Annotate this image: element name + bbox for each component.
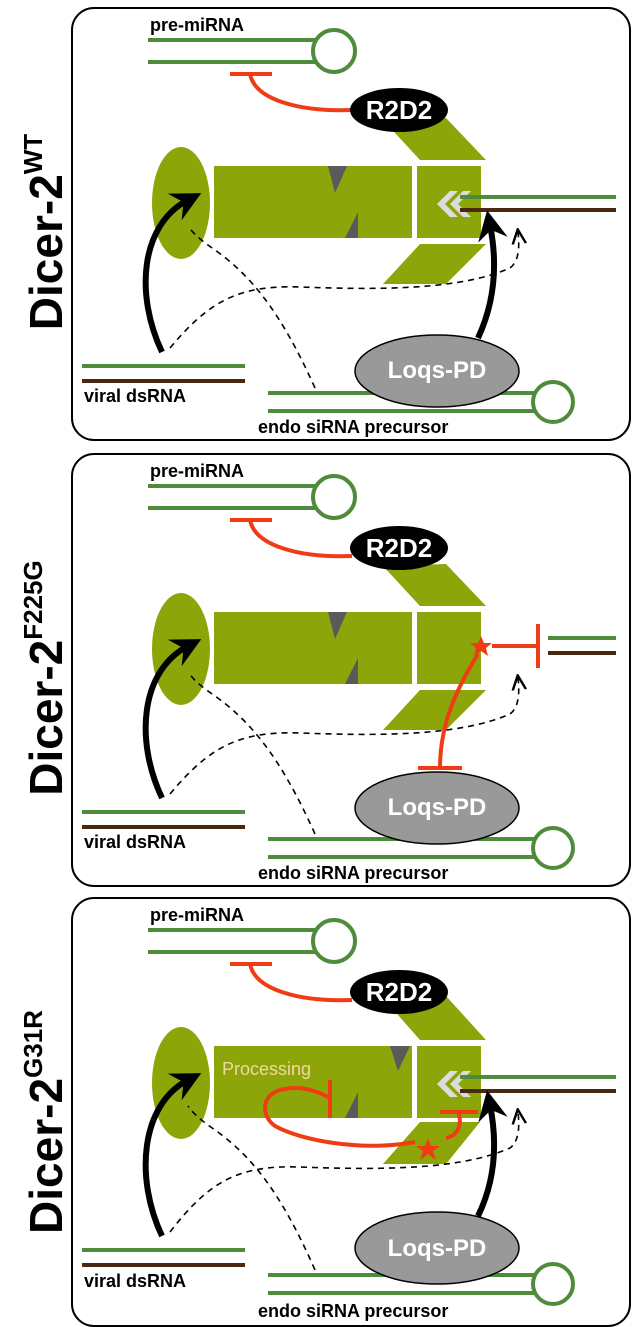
panel-border (71, 453, 631, 887)
panel-g31r: Dicer-2G31R pre-miRNA Processing (18, 897, 631, 1327)
viral-processing-arrow (142, 193, 202, 354)
sirna-product (460, 195, 616, 212)
dicer-lower-wing (383, 690, 486, 730)
pre-mirna-label: pre-miRNA (150, 461, 244, 481)
svg-text:Dicer-2WT: Dicer-2WT (18, 134, 72, 331)
loqs-pd-label: Loqs-PD (388, 794, 487, 821)
viral-dsrna: viral dsRNA (82, 1248, 245, 1291)
dicer-2-protein (152, 118, 486, 284)
loqs-pd-protein: Loqs-PD (354, 771, 520, 845)
loqs-helicase-dashed (187, 225, 316, 389)
dicer-head (417, 612, 481, 684)
panel-title: Dicer-2G31R (18, 1010, 72, 1234)
r2d2-label: R2D2 (366, 95, 432, 125)
panel-wt: Dicer-2WT pre-miRNA (18, 7, 631, 441)
endo-processing-arrow (475, 210, 508, 340)
viral-to-loqs-dashed (169, 1112, 519, 1233)
mutation-star-icon (416, 1138, 440, 1160)
loqs-pd-protein: Loqs-PD (354, 334, 520, 408)
viral-processing-arrow (142, 639, 202, 800)
processing-inhibition (263, 1080, 416, 1148)
dicer-upper-wing (383, 564, 486, 606)
title-main: Dicer-2 (20, 174, 72, 330)
r2d2-protein: R2D2 (350, 970, 448, 1014)
title-main: Dicer-2 (20, 1078, 72, 1234)
sirna-product (548, 636, 616, 655)
dicer-lower-wing (383, 244, 486, 284)
mutation-inhibits-head (440, 1110, 478, 1140)
viral-dsrna-label: viral dsRNA (84, 1271, 186, 1291)
svg-text:Dicer-2G31R: Dicer-2G31R (18, 1010, 72, 1234)
dicer-body (214, 166, 412, 238)
viral-dsrna: viral dsRNA (82, 810, 245, 852)
panel-border (71, 7, 631, 441)
processing-label: Processing (222, 1059, 311, 1079)
pre-mirna-hairpin: pre-miRNA (148, 461, 357, 520)
mutation-inhibits-product (492, 624, 540, 668)
mutation-inhibits-loqs (418, 652, 480, 770)
endo-processing-arrow (475, 1090, 508, 1218)
endo-sirna-label: endo siRNA precursor (258, 1301, 448, 1321)
r2d2-protein: R2D2 (350, 526, 448, 570)
viral-processing-arrow (142, 1073, 202, 1238)
dicer-2-protein (152, 996, 486, 1164)
pre-mirna-label: pre-miRNA (150, 15, 244, 35)
pre-mirna-label: pre-miRNA (150, 905, 244, 925)
dicer-head (417, 166, 481, 238)
title-main: Dicer-2 (20, 640, 72, 796)
loqs-helicase-dashed (187, 671, 316, 835)
r2d2-label: R2D2 (366, 977, 432, 1007)
r2d2-inhibition-arrow (230, 518, 353, 559)
sirna-product (460, 1075, 616, 1093)
loqs-pd-protein: Loqs-PD (354, 1211, 520, 1285)
dicer-2-protein (152, 564, 492, 730)
viral-dsrna-label: viral dsRNA (84, 832, 186, 852)
title-superscript: WT (18, 134, 48, 175)
pre-mirna-hairpin: pre-miRNA (148, 15, 357, 74)
r2d2-inhibition-arrow (230, 962, 353, 1003)
loqs-helicase-dashed (187, 1105, 316, 1271)
endo-sirna-label: endo siRNA precursor (258, 863, 448, 883)
pre-mirna-hairpin: pre-miRNA (148, 905, 357, 964)
viral-to-loqs-dashed (169, 232, 519, 349)
loqs-pd-label: Loqs-PD (388, 1235, 487, 1262)
svg-text:Dicer-2F225G: Dicer-2F225G (18, 560, 72, 795)
r2d2-protein: R2D2 (350, 88, 448, 132)
dicer-head (417, 1046, 481, 1118)
title-superscript: F225G (18, 560, 48, 640)
viral-dsrna: viral dsRNA (82, 364, 245, 406)
viral-dsrna-label: viral dsRNA (84, 386, 186, 406)
panel-title: Dicer-2F225G (18, 560, 72, 795)
loqs-pd-label: Loqs-PD (388, 357, 487, 384)
panel-title: Dicer-2WT (18, 134, 72, 331)
r2d2-label: R2D2 (366, 533, 432, 563)
title-superscript: G31R (18, 1010, 48, 1078)
r2d2-inhibition-arrow (230, 72, 353, 113)
mutation-star-icon (470, 636, 492, 656)
endo-sirna-label: endo siRNA precursor (258, 417, 448, 437)
dicer-body (214, 1046, 412, 1118)
panel-f225g: Dicer-2F225G pre-miRNA (18, 453, 631, 887)
dicer-body (214, 612, 412, 684)
viral-to-loqs-dashed (169, 678, 519, 795)
panel-border (71, 897, 631, 1327)
